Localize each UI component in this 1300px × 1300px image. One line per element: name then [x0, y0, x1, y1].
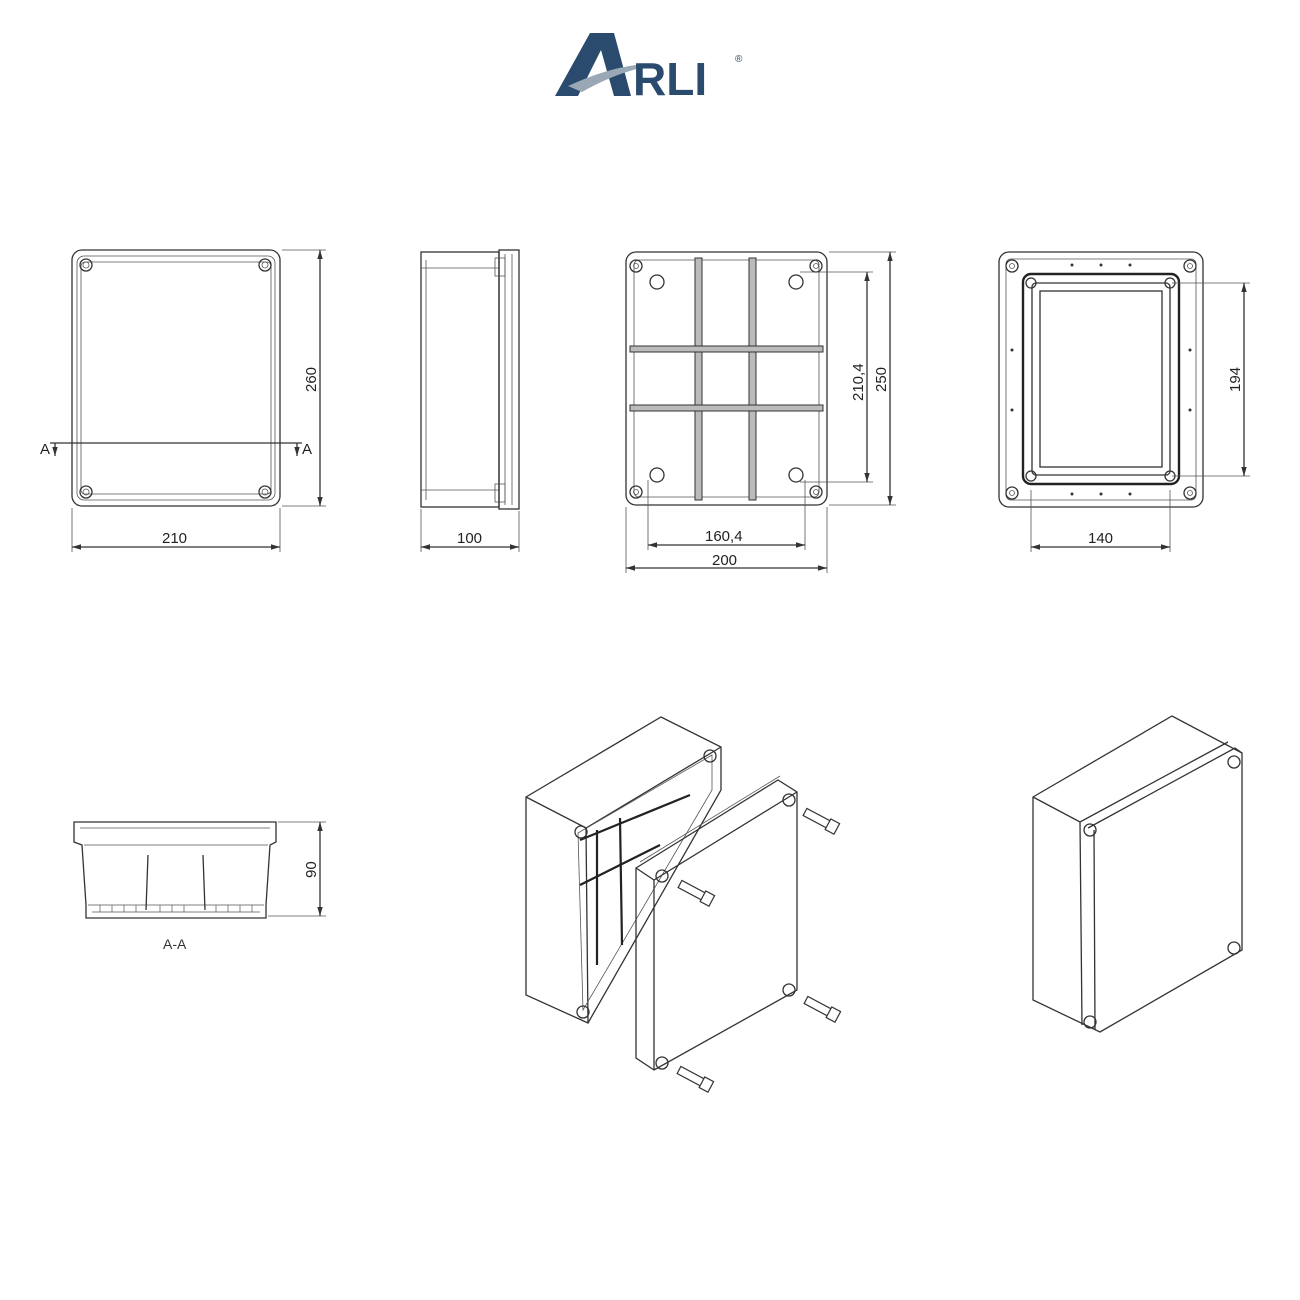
logo-swoosh [568, 63, 660, 92]
side-lid [498, 249, 520, 510]
back-frame-outer [1021, 272, 1181, 486]
screw-tl [79, 258, 93, 272]
mount-hole [649, 274, 665, 290]
screws [676, 807, 842, 1094]
lid-outline [71, 249, 281, 507]
front-width-label: 210 [162, 530, 187, 547]
interior-height-label: 250 [873, 367, 890, 392]
logo-a-mark [555, 33, 631, 96]
closed-box [1032, 715, 1243, 1033]
side-body [420, 251, 500, 508]
section-mark-left: A [40, 441, 50, 458]
registered-mark: ® [735, 54, 743, 65]
back-outline [998, 251, 1204, 508]
back-width-label: 140 [1088, 530, 1113, 547]
arli-logo: RLI ® [555, 33, 743, 105]
view-back: 140 194 [998, 251, 1250, 552]
section-ribs [99, 905, 253, 912]
view-exploded [525, 716, 842, 1094]
mount-width-label: 160,4 [705, 528, 743, 545]
interior-width-label: 200 [712, 552, 737, 569]
back-height-label: 194 [1227, 367, 1244, 392]
section-profile [73, 821, 277, 919]
view-closed [1032, 715, 1243, 1033]
screw-tr [258, 258, 272, 272]
section-caption: A-A [163, 936, 187, 952]
view-interior: 160,4 200 210,4 250 [625, 251, 896, 573]
logo-text-rli: RLI [633, 53, 707, 105]
screw-br [258, 485, 272, 499]
view-section: 90 A-A [73, 821, 326, 952]
screw-bl [79, 485, 93, 499]
mount-height-label: 210,4 [850, 363, 867, 401]
side-depth-label: 100 [457, 530, 482, 547]
front-height-label: 260 [303, 367, 320, 392]
back-frame-inner [1039, 290, 1163, 468]
section-height-label: 90 [303, 861, 320, 878]
box-body [525, 716, 722, 1024]
interior-rails [579, 793, 691, 965]
rail-grid [629, 257, 824, 501]
interior-outline [625, 251, 828, 506]
view-front: A A 210 260 [40, 249, 326, 552]
exploded-lid [635, 779, 798, 1071]
view-side: 100 [420, 249, 520, 552]
section-mark-right: A [302, 441, 312, 458]
